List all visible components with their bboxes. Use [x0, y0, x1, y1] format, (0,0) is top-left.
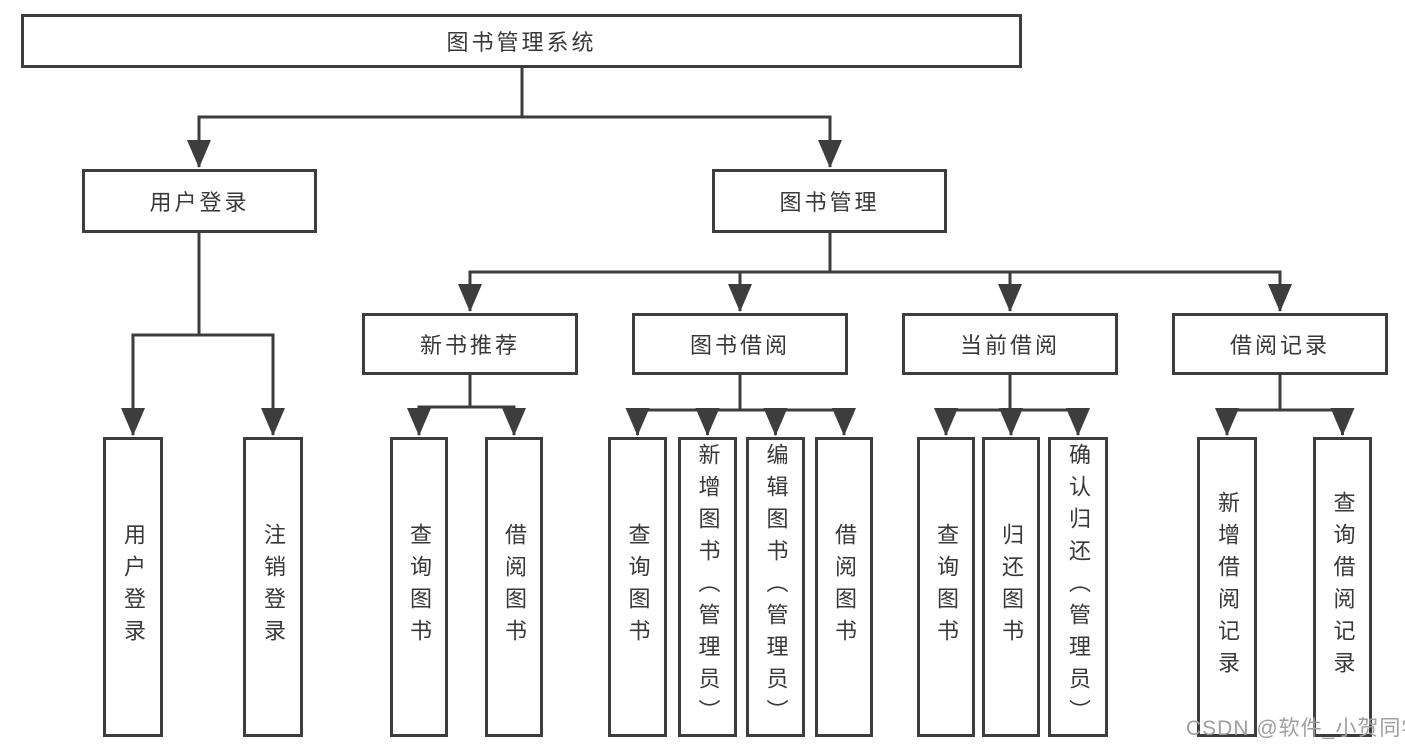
leaf-records-add-record: 新增借阅记录	[1197, 437, 1257, 737]
leaf-borrow-edit-books-admin-label: 编辑图书（管理员）	[763, 443, 789, 731]
leaf-newbooks-borrow-books-label: 借阅图书	[502, 523, 527, 651]
leaf-logout-label: 注销登录	[261, 523, 286, 651]
leaf-user-login: 用户登录	[103, 437, 163, 737]
leaf-records-query-record-label: 查询借阅记录	[1330, 491, 1356, 683]
node-root: 图书管理系统	[21, 14, 1022, 68]
leaf-current-confirm-return-admin: 确认归还（管理员）	[1048, 437, 1108, 737]
node-book-borrow-label: 图书借阅	[689, 333, 790, 358]
leaf-newbooks-borrow-books: 借阅图书	[485, 437, 543, 737]
node-current-borrow-label: 当前借阅	[959, 333, 1060, 358]
node-borrow-records-label: 借阅记录	[1229, 333, 1330, 358]
node-book-borrow: 图书借阅	[632, 313, 848, 375]
leaf-borrow-borrow-books: 借阅图书	[815, 437, 873, 737]
leaf-borrow-add-books-admin-label: 新增图书（管理员）	[695, 443, 721, 731]
leaf-current-query-books: 查询图书	[917, 437, 975, 737]
node-book-management-label: 图书管理	[779, 190, 880, 215]
leaf-newbooks-query-books: 查询图书	[390, 437, 448, 737]
node-root-label: 图书管理系统	[446, 30, 597, 55]
leaf-borrow-edit-books-admin: 编辑图书（管理员）	[746, 437, 805, 737]
leaf-records-add-record-label: 新增借阅记录	[1215, 491, 1240, 683]
leaf-current-return-books-label: 归还图书	[999, 523, 1024, 651]
watermark: CSDN @软件_小贺同学	[1186, 717, 1405, 740]
leaf-borrow-add-books-admin: 新增图书（管理员）	[678, 437, 737, 737]
leaf-current-query-books-label: 查询图书	[934, 523, 959, 651]
leaf-borrow-borrow-books-label: 借阅图书	[832, 523, 857, 651]
node-current-borrow: 当前借阅	[902, 313, 1118, 375]
leaf-borrow-query-books: 查询图书	[608, 437, 667, 737]
leaf-user-login-label: 用户登录	[121, 523, 146, 651]
leaf-newbooks-query-books-label: 查询图书	[407, 523, 432, 651]
leaf-records-query-record: 查询借阅记录	[1313, 437, 1372, 737]
leaf-current-confirm-return-admin-label: 确认归还（管理员）	[1066, 443, 1091, 731]
node-new-book-recommend: 新书推荐	[362, 313, 578, 375]
leaf-borrow-query-books-label: 查询图书	[625, 523, 651, 651]
node-user-login-label: 用户登录	[149, 190, 250, 215]
node-user-login: 用户登录	[82, 169, 317, 233]
node-borrow-records: 借阅记录	[1172, 313, 1388, 375]
node-book-management: 图书管理	[712, 169, 947, 233]
leaf-current-return-books: 归还图书	[982, 437, 1040, 737]
leaf-logout: 注销登录	[243, 437, 303, 737]
node-new-book-recommend-label: 新书推荐	[419, 333, 520, 358]
